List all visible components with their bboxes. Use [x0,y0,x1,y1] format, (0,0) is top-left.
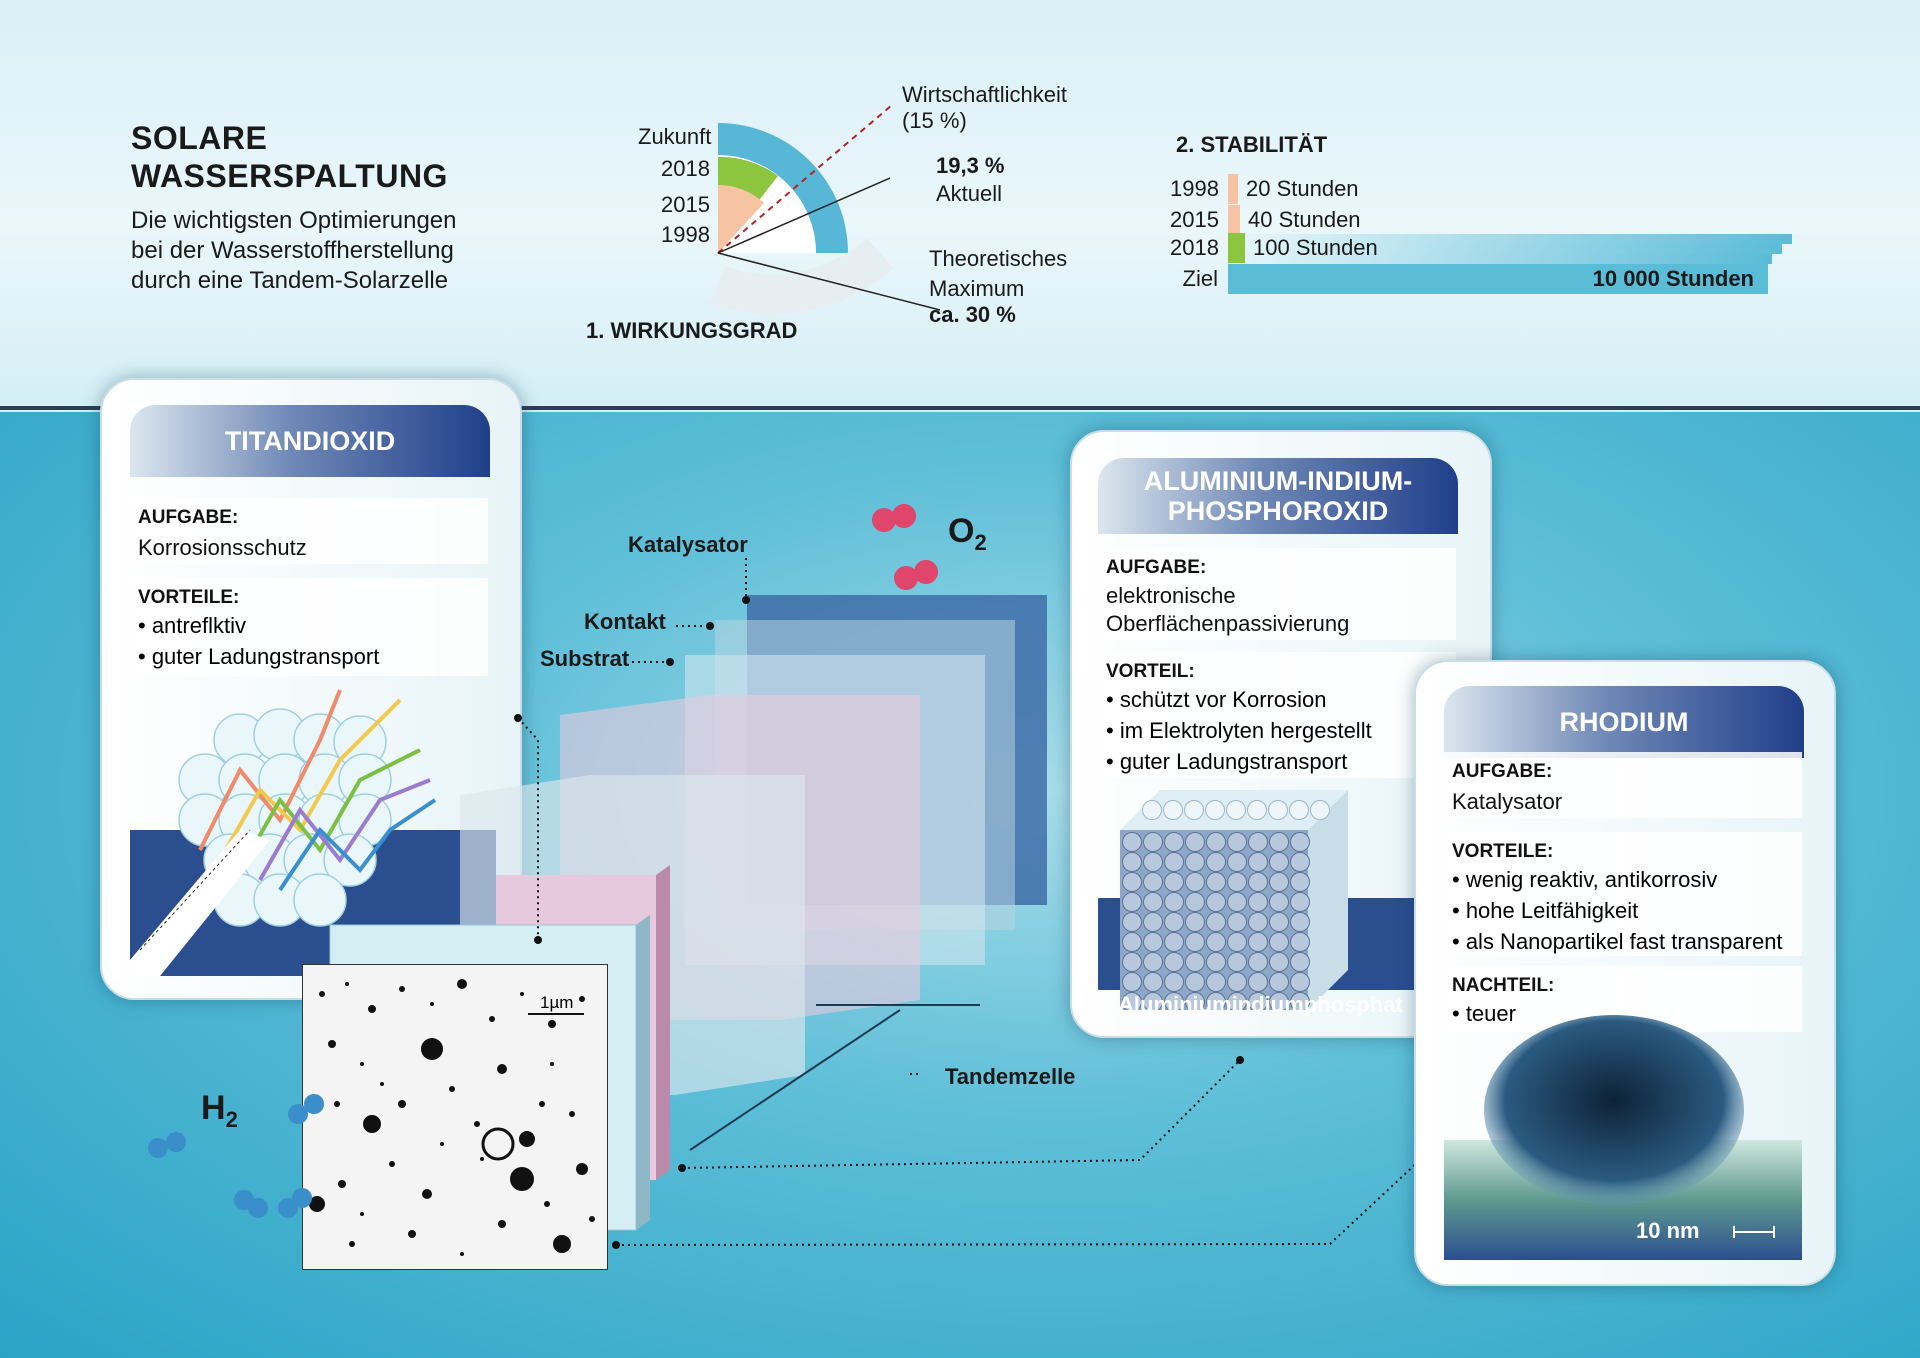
stability-chart: 1998 20 Stunden 2015 40 Stunden 2018 100 Stun… [1170,174,1830,334]
titan-adv-item: • guter Ladungstransport [138,644,380,669]
stability-value-label: 20 Stunden [1246,176,1359,201]
alu-image-caption: Aluminiumindiumphosphat [1118,992,1403,1017]
subtitle-line-3: durch eine Tandem-Solarzelle [131,267,449,294]
current-value: 19,3 % [936,153,1005,178]
titan-task-section: AUFGABE: Korrosionsschutz [130,498,488,564]
stability-value-label: 40 Stunden [1248,207,1361,232]
ring-label-zukunft: Zukunft [638,124,712,149]
titan-beam [130,830,270,976]
titan-illustration [130,689,496,976]
microscope-particles [309,979,595,1256]
rhodium-tem-image [1444,1015,1802,1260]
rhodium-con-item: • teuer [1452,1001,1516,1026]
efficiency-heading: 1. WIRKUNGSGRAD [586,318,798,343]
rhodium-con-heading: NACHTEIL: [1452,975,1555,996]
titan-adv-section: VORTEILE: • antreflktiv • guter Ladungst… [130,578,488,676]
stability-bar [1228,205,1240,235]
stability-category-label: 1998 [1170,176,1219,201]
rhodium-card-title: RHODIUM [1444,686,1804,758]
titan-task-text: Korrosionsschutz [138,535,307,560]
rhodium-adv-section: VORTEILE: • wenig reaktiv, antikorrosiv … [1444,832,1802,956]
alu-task-heading: AUFGABE: [1106,557,1207,578]
label-substrate: Substrat [540,646,630,671]
theory-value: ca. 30 % [929,302,1016,327]
rhodium-task-heading: AUFGABE: [1452,761,1553,782]
titan-adv-item: • antreflktiv [138,613,246,638]
subtitle-line-2: bei der Wasserstoffherstellung [131,237,454,264]
alu-adv-item: • guter Ladungstransport [1106,749,1348,774]
alu-adv-item: • schützt vor Korrosion [1106,687,1327,712]
subtitle-line-1: Die wichtigsten Optimierungen [131,207,457,234]
h2-label: H2 [201,1089,238,1132]
titan-card-title: TITANDIOXID [130,405,490,477]
stability-category-label: 2015 [1170,207,1219,232]
stability-heading: 2. STABILITÄT [1176,132,1328,157]
rhodium-adv-item: • als Nanopartikel fast transparent [1452,929,1783,954]
alu-title-line-2: PHOSPHOROXID [1167,496,1389,526]
label-catalyst: Katalysator [628,532,748,557]
stability-value-label: 10 000 Stunden [1592,266,1754,291]
rhodium-task-section: AUFGABE: Katalysator [1444,752,1802,818]
stability-bar [1228,233,1245,263]
label-tandem: Tandemzelle [945,1064,1076,1089]
alu-task-line-2: Oberflächenpassivierung [1106,611,1350,636]
divider-line [0,406,1920,410]
rhodium-adv-item: • hohe Leitfähigkeit [1452,898,1639,923]
top-panel [0,0,1920,412]
titan-spheres [178,708,392,927]
title-line-2: WASSERSPALTUNG [131,158,448,194]
alu-task-section: AUFGABE: elektronische Oberflächenpassiv… [1098,548,1456,640]
economy-label-line-1: Wirtschaftlichkeit [902,82,1068,107]
h2-molecules [148,1094,324,1218]
page-title: SOLARE WASSERSPALTUNG [131,119,448,195]
economy-label-line-2: (15 %) [902,108,967,133]
economy-label: Wirtschaftlichkeit (15 %) [902,82,1067,134]
current-line [717,177,891,254]
current-label: Aktuell [936,181,1003,206]
rhodium-adv-item: • wenig reaktiv, antikorrosiv [1452,867,1718,892]
alu-adv-heading: VORTEIL: [1106,661,1195,682]
stability-category-label: 2018 [1170,235,1219,260]
ring-label-2015: 2015 [661,192,710,217]
economy-line [717,104,893,254]
alu-adv-item: • im Elektrolyten hergestellt [1106,718,1372,743]
micro-scale-label: 1µm [540,993,574,1012]
stability-value-label: 100 Stunden [1253,235,1378,260]
stability-bar [1228,264,1768,294]
o2-molecules [872,504,938,590]
ring-label-2018: 2018 [661,156,710,181]
title-line-1: SOLARE [131,120,268,156]
alu-title-line-1: ALUMINIUM-INDIUM- [1143,466,1413,496]
stability-bar [1228,174,1238,204]
ring-label-1998: 1998 [661,222,710,247]
alu-illustration [1098,790,1456,1010]
alu-card-title: ALUMINIUM-INDIUM- PHOSPHOROXID [1098,458,1458,534]
theory-line [717,252,941,311]
microscope-image [302,964,608,1270]
page-subtitle: Die wichtigsten Optimierungen bei der Wa… [131,206,457,296]
o2-label: O2 [948,512,987,555]
efficiency-diagram [711,104,941,315]
rhodium-particle [1484,1015,1744,1205]
theory-label-line-2: Maximum [929,276,1025,301]
rhodium-scale-label: 10 nm [1636,1218,1700,1243]
rhodium-task-text: Katalysator [1452,789,1563,814]
rhodium-adv-heading: VORTEILE: [1452,841,1554,862]
alu-adv-section: VORTEIL: • schützt vor Korrosion • im El… [1098,652,1456,778]
titan-task-heading: AUFGABE: [138,507,239,528]
alu-task-line-1: elektronische [1106,583,1236,608]
stability-category-label: Ziel [1182,266,1218,291]
titan-adv-heading: VORTEILE: [138,587,240,608]
titan-light-rays [198,689,437,892]
label-contact: Kontakt [584,609,666,634]
theory-label-line-1: Theoretisches [929,246,1068,271]
ring-1998 [718,217,740,253]
alu-sphere-grid [1122,800,1330,1010]
ring-theory [711,237,894,315]
rhodium-con-section: NACHTEIL: • teuer [1444,966,1802,1032]
